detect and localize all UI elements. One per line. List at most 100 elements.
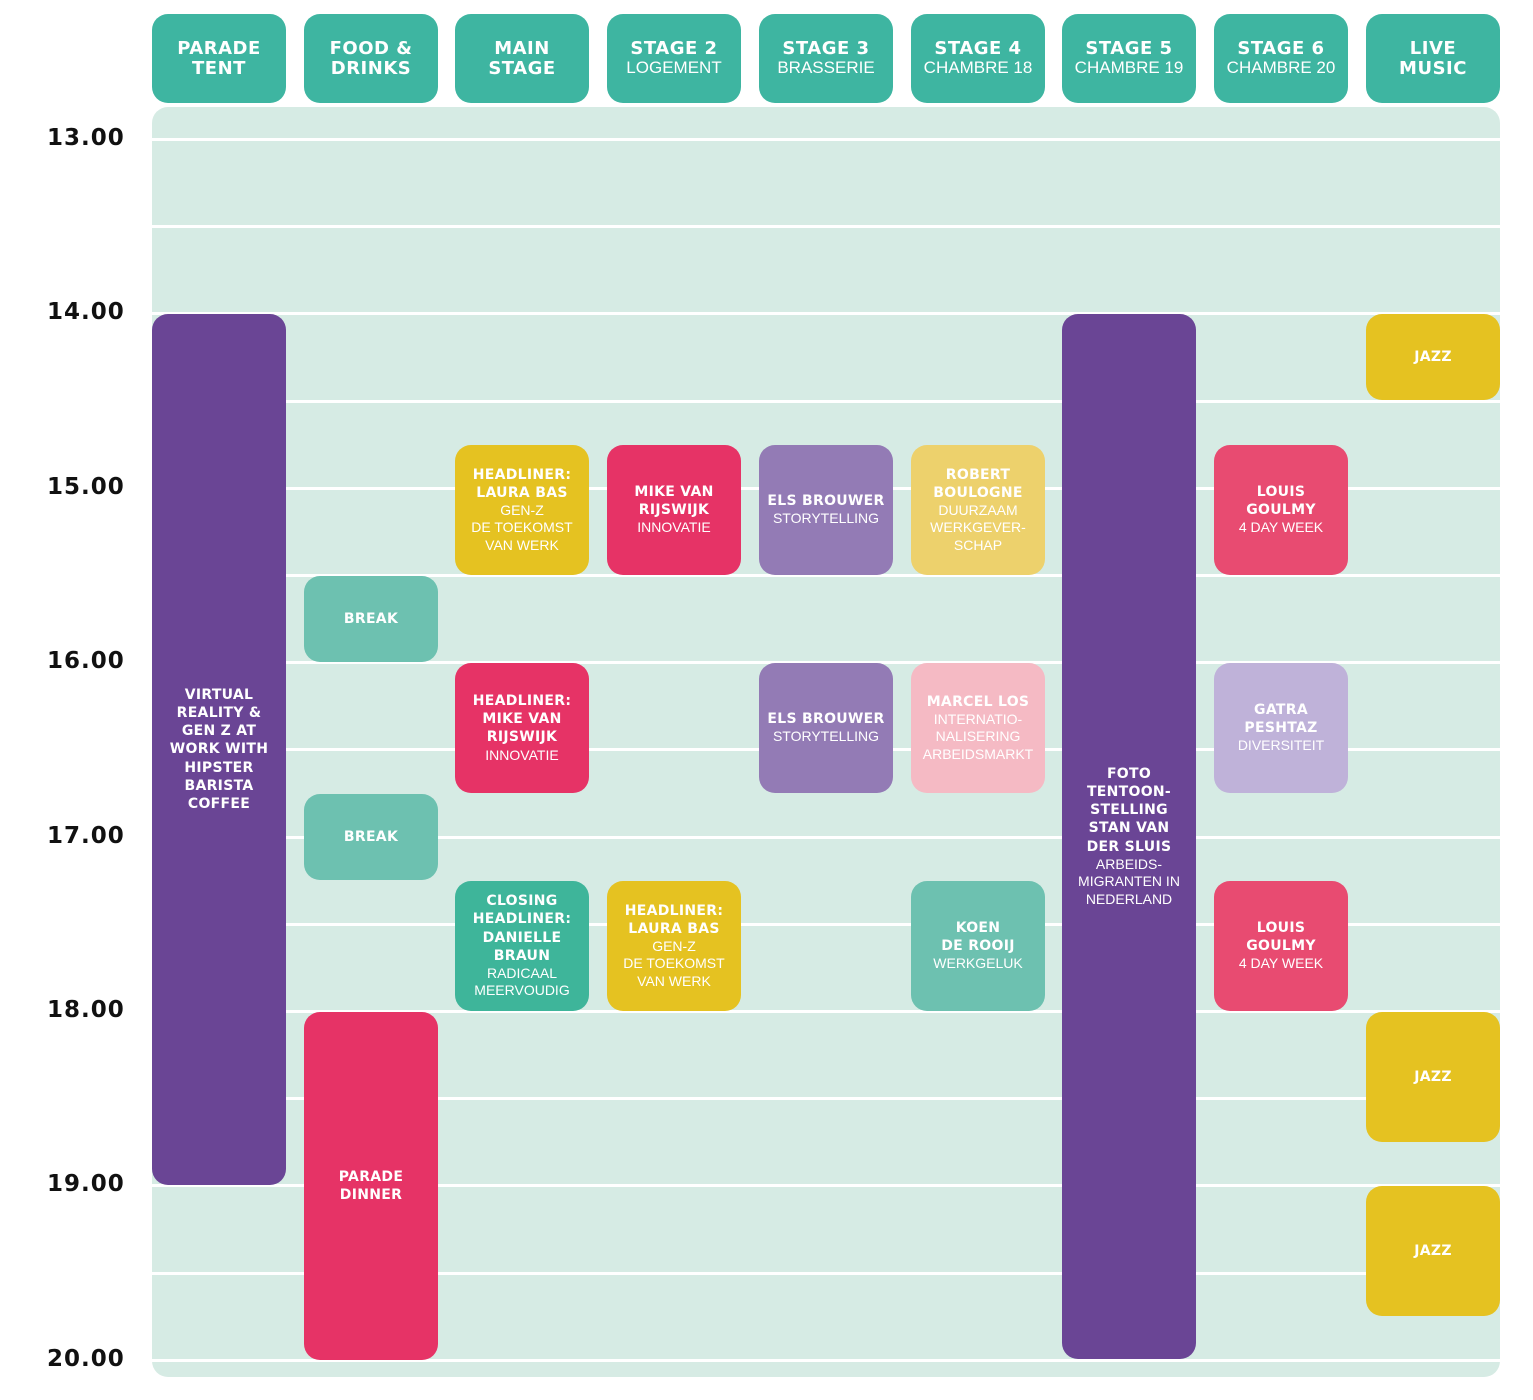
event-subtitle: RADICAAL MEERVOUDIG (474, 964, 570, 999)
event-title: JAZZ (1414, 348, 1452, 365)
event-subtitle: ARBEIDS- MIGRANTEN IN NEDERLAND (1078, 855, 1180, 907)
event-subtitle: DIVERSITEIT (1237, 737, 1325, 754)
event-title: ELS BROUWER (767, 493, 885, 510)
event-subtitle: WERKGELUK (933, 955, 1023, 972)
column-header-main-stage: MAIN STAGE (455, 14, 589, 103)
event-subtitle: GEN-Z DE TOEKOMST VAN WERK (623, 937, 725, 989)
event-parade-dinner[interactable]: PARADE DINNER (304, 1012, 438, 1360)
time-label: 14.00 (47, 299, 125, 325)
grid-line (152, 574, 1500, 577)
grid-line (152, 923, 1500, 926)
event-title: PARADE DINNER (338, 1168, 404, 1203)
event-subtitle: GEN-Z DE TOEKOMST VAN WERK (471, 501, 573, 553)
event-subtitle: INNOVATIE (485, 746, 559, 763)
column-header-subtitle: LOGEMENT (626, 58, 722, 78)
column-header-live-music: LIVE MUSIC (1366, 14, 1500, 103)
column-header-subtitle: CHAMBRE 20 (1226, 58, 1336, 78)
column-header-subtitle: CHAMBRE 19 (1074, 58, 1184, 78)
column-header-title: STAGE 4 (934, 38, 1022, 60)
column-header-title: STAGE 6 (1237, 38, 1325, 60)
event-virtual-reality-gen-z-at-work-with-hipster-barista-coffee[interactable]: VIRTUAL REALITY & GEN Z AT WORK WITH HIP… (152, 314, 286, 1185)
column-header-title: FOOD & DRINKS (329, 37, 413, 79)
column-header-title: STAGE 5 (1085, 38, 1173, 60)
grid-line (152, 661, 1500, 664)
event-break[interactable]: BREAK (304, 794, 438, 880)
grid-line (152, 1272, 1500, 1275)
column-header-title: MAIN STAGE (488, 37, 556, 79)
event-break[interactable]: BREAK (304, 576, 438, 662)
column-header-title: STAGE 3 (782, 38, 870, 60)
event-subtitle: 4 DAY WEEK (1238, 519, 1324, 536)
time-label: 13.00 (47, 125, 125, 151)
event-subtitle: STORYTELLING (772, 510, 880, 527)
event-title: HEADLINER: MIKE VAN RIJSWIJK (472, 692, 572, 746)
time-label: 15.00 (47, 474, 125, 500)
event-title: BREAK (343, 828, 399, 845)
column-header-title: STAGE 2 (630, 38, 718, 60)
event-jazz[interactable]: JAZZ (1366, 314, 1500, 400)
event-title: JAZZ (1414, 1068, 1452, 1085)
event-title: BREAK (343, 610, 399, 627)
event-subtitle: STORYTELLING (772, 728, 880, 745)
event-subtitle: DUURZAAM WERKGEVER- SCHAP (930, 501, 1026, 553)
event-title: HEADLINER: LAURA BAS (624, 902, 724, 937)
time-label: 18.00 (47, 997, 125, 1023)
event-title: FOTO TENTOON- STELLING STAN VAN DER SLUI… (1086, 765, 1172, 855)
event-title: MARCEL LOS (926, 693, 1030, 710)
grid-line (152, 400, 1500, 403)
column-header-parade-tent: PARADE TENT (152, 14, 286, 103)
event-title: HEADLINER: LAURA BAS (472, 466, 572, 501)
grid-line (152, 1010, 1500, 1013)
column-header-subtitle: BRASSERIE (777, 58, 875, 78)
event-title: ROBERT BOULOGNE (933, 466, 1023, 501)
event-title: KOEN DE ROOIJ (941, 920, 1015, 955)
grid-line (152, 138, 1500, 141)
column-header-title: LIVE MUSIC (1399, 37, 1467, 79)
event-subtitle: INNOVATIE (637, 519, 711, 536)
event-title: CLOSING HEADLINER: DANIELLE BRAUN (472, 893, 572, 964)
grid-line (152, 312, 1500, 315)
grid-line (152, 836, 1500, 839)
event-title: LOUIS GOULMY (1246, 484, 1316, 519)
event-title: LOUIS GOULMY (1246, 920, 1316, 955)
event-title: GATRA PESHTAZ (1244, 702, 1318, 737)
event-title: JAZZ (1414, 1242, 1452, 1259)
grid-line (152, 1097, 1500, 1100)
time-label: 20.00 (47, 1346, 125, 1372)
time-label: 17.00 (47, 823, 125, 849)
column-header-food-drinks: FOOD & DRINKS (304, 14, 438, 103)
grid-line (152, 225, 1500, 228)
event-jazz[interactable]: JAZZ (1366, 1012, 1500, 1142)
event-title: MIKE VAN RIJSWIJK (634, 484, 714, 519)
event-subtitle: INTERNATIO- NALISERING ARBEIDSMARKT (922, 710, 1034, 762)
column-header-subtitle: CHAMBRE 18 (923, 58, 1033, 78)
event-title: VIRTUAL REALITY & GEN Z AT WORK WITH HIP… (169, 686, 269, 812)
event-foto-tentoon-stelling-stan-van-der-sluis[interactable]: FOTO TENTOON- STELLING STAN VAN DER SLUI… (1062, 314, 1196, 1359)
grid-line (152, 1359, 1500, 1362)
time-label: 16.00 (47, 648, 125, 674)
grid-line (152, 1184, 1500, 1187)
event-subtitle: 4 DAY WEEK (1238, 955, 1324, 972)
event-jazz[interactable]: JAZZ (1366, 1186, 1500, 1316)
time-label: 19.00 (47, 1171, 125, 1197)
event-title: ELS BROUWER (767, 711, 885, 728)
column-header-title: PARADE TENT (177, 37, 261, 79)
